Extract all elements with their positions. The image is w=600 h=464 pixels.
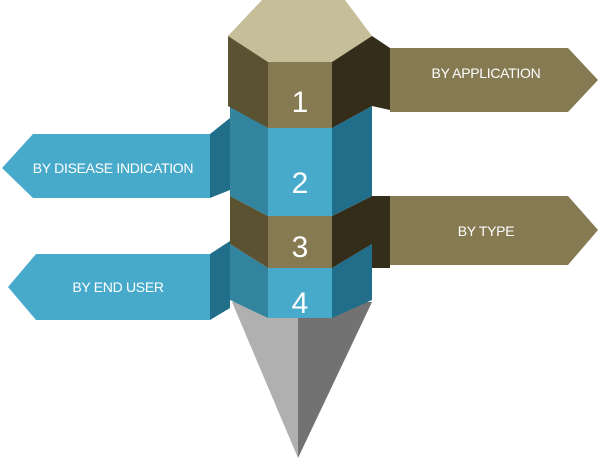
arrow-label-by-disease-indication: BY DISEASE INDICATION bbox=[33, 160, 193, 176]
pencil-tip bbox=[232, 302, 372, 458]
segment-1-top bbox=[228, 0, 372, 62]
arrow-by-end-user[interactable]: BY END USER bbox=[8, 241, 230, 320]
tip-left-face bbox=[232, 302, 298, 458]
segment-4-body bbox=[230, 244, 372, 318]
segment-3-number: 3 bbox=[292, 231, 309, 264]
tip-right-face bbox=[298, 302, 372, 458]
segment-3-body bbox=[230, 196, 372, 268]
segment-1-number: 1 bbox=[292, 86, 309, 119]
arrow-by-disease-indication[interactable]: BY DISEASE INDICATION bbox=[2, 118, 230, 198]
segment-2-number: 2 bbox=[292, 167, 309, 200]
segment-4-number: 4 bbox=[292, 287, 309, 320]
arrow-label-by-type: BY TYPE bbox=[458, 223, 515, 239]
arrow-label-by-application: BY APPLICATION bbox=[432, 65, 541, 81]
arrow-label-by-end-user: BY END USER bbox=[72, 279, 164, 295]
arrow-by-application[interactable]: BY APPLICATION bbox=[372, 36, 598, 112]
segment-1-body bbox=[228, 0, 372, 128]
arrow-by-type[interactable]: BY TYPE bbox=[372, 196, 598, 268]
